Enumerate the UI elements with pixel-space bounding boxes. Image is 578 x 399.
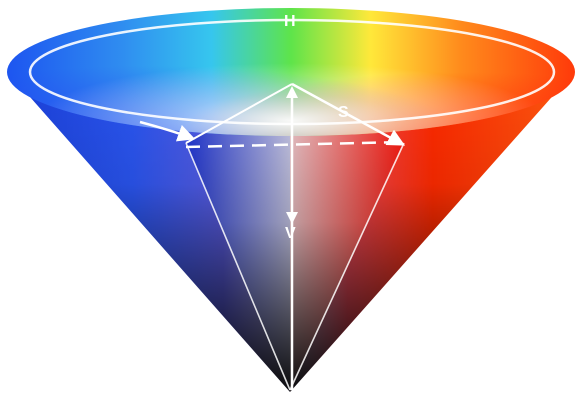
saturation-label: S: [338, 104, 349, 121]
value-label: V: [285, 225, 296, 242]
hue-label: H: [284, 13, 296, 30]
